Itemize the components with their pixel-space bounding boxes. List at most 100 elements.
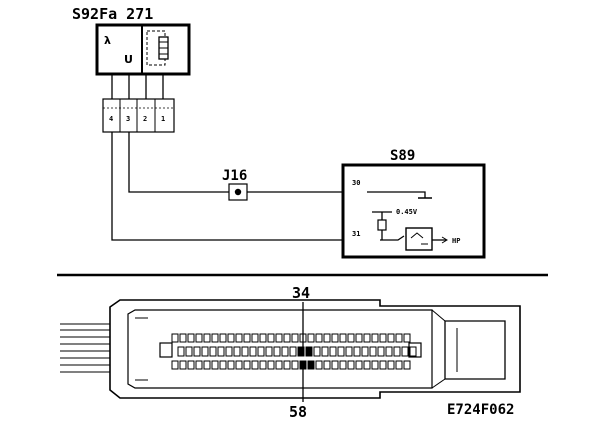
- pin-cavity: [345, 346, 353, 357]
- ecu-input-pin: 31: [352, 230, 360, 238]
- pin-cavity: [291, 333, 299, 343]
- pin-cavity: [355, 360, 363, 370]
- pin-cavity: [187, 360, 195, 370]
- pin-cavity: [267, 360, 275, 370]
- pin-cavity: [251, 360, 259, 370]
- pin-cavity: [371, 360, 379, 370]
- pin-cavity: [363, 360, 371, 370]
- pin-cavity: [257, 346, 265, 357]
- pin-cavity: [243, 360, 251, 370]
- lambda-symbol: λ: [104, 34, 111, 47]
- pin-cavity: [201, 346, 209, 357]
- pin-cavity: [409, 346, 417, 357]
- output-arrow-icon: [441, 236, 448, 244]
- junction-label: J16: [222, 168, 247, 184]
- pin-cavity: [195, 333, 203, 343]
- figure-code: E724F062: [447, 402, 514, 418]
- pin-cavity: [393, 346, 401, 357]
- pin-cavity: [289, 346, 297, 357]
- pin-cavity: [315, 360, 323, 370]
- junction-dot-icon: [234, 188, 242, 196]
- pin-cavity: [403, 333, 411, 343]
- pin-cavity: [259, 333, 267, 343]
- pin-cavity: [355, 333, 363, 343]
- pin-cavity: [363, 333, 371, 343]
- sensor-connector: 4 3 2 1: [102, 98, 175, 133]
- pin-cavity: [259, 360, 267, 370]
- pin-cavity: [227, 333, 235, 343]
- pin-cavity: [387, 333, 395, 343]
- pin-cavity: [177, 346, 185, 357]
- pin-cavity: [249, 346, 257, 357]
- pin-cavity: [211, 333, 219, 343]
- pin-cavity: [267, 333, 275, 343]
- pin-cavity: [243, 333, 251, 343]
- pin-cavity: [307, 333, 315, 343]
- pin-cavity: [217, 346, 225, 357]
- pin-cavity: [395, 360, 403, 370]
- pin-cavity: [329, 346, 337, 357]
- ecu-output-pin: HP: [452, 237, 460, 245]
- pin-cavity: [403, 360, 411, 370]
- connector-pin-3: 3: [126, 115, 130, 123]
- pin-cavity: [339, 333, 347, 343]
- pin-cavity: [233, 346, 241, 357]
- pin-cavity: [371, 333, 379, 343]
- pin-cavity: [275, 360, 283, 370]
- signal-processor-icon: [405, 227, 433, 251]
- pin-cavity: [219, 360, 227, 370]
- pin-cavity: [307, 360, 315, 370]
- pin-cavity: [385, 346, 393, 357]
- pin-cavity: [331, 360, 339, 370]
- connector-pin-rows: [171, 333, 417, 370]
- pin-cavity: [193, 346, 201, 357]
- pin-cavity: [297, 346, 305, 357]
- pin-cavity: [235, 333, 243, 343]
- pin-cavity: [379, 360, 387, 370]
- pin-cavity: [275, 333, 283, 343]
- pin-cavity: [227, 360, 235, 370]
- pin-top-label: 34: [292, 284, 310, 302]
- pin-cavity: [321, 346, 329, 357]
- pin-cavity: [225, 346, 233, 357]
- pin-cavity: [313, 346, 321, 357]
- pin-cavity: [235, 360, 243, 370]
- pin-cavity: [187, 333, 195, 343]
- connector-pin-1: 1: [161, 115, 165, 123]
- pin-cavity: [339, 360, 347, 370]
- ecu-ground-pin: 30: [352, 179, 360, 187]
- pin-cavity: [323, 333, 331, 343]
- pin-cavity: [185, 346, 193, 357]
- pin-cavity: [195, 360, 203, 370]
- junction-j16: [228, 183, 248, 201]
- bias-resistor-icon: [377, 219, 387, 231]
- ecu-label: S89: [390, 148, 415, 164]
- pin-cavity: [387, 360, 395, 370]
- pin-cavity: [283, 333, 291, 343]
- pin-cavity: [347, 360, 355, 370]
- voltage-symbol: U: [124, 53, 133, 66]
- pin-cavity: [219, 333, 227, 343]
- pin-cavity: [179, 360, 187, 370]
- pin-cavity: [291, 360, 299, 370]
- pin-cavity: [281, 346, 289, 357]
- pin-cavity: [203, 333, 211, 343]
- pin-cavity: [315, 333, 323, 343]
- ecu-s89: 30 0.45V 31 HP: [341, 163, 486, 259]
- pin-bottom-label: 58: [289, 403, 307, 421]
- pin-cavity: [251, 333, 259, 343]
- pin-cavity: [171, 333, 179, 343]
- signal-wire: [111, 132, 380, 241]
- pin-cavity: [347, 333, 355, 343]
- pin-cavity: [209, 346, 217, 357]
- pin-cavity: [401, 346, 409, 357]
- pin-cavity: [265, 346, 273, 357]
- ecu-voltage: 0.45V: [396, 208, 418, 216]
- pin-cavity: [353, 346, 361, 357]
- pin-cavity: [337, 346, 345, 357]
- sensor-label: S92Fa 271: [72, 5, 153, 23]
- pin-cavity: [331, 333, 339, 343]
- pin-cavity: [273, 346, 281, 357]
- pin-cavity: [369, 346, 377, 357]
- pin-cavity: [283, 360, 291, 370]
